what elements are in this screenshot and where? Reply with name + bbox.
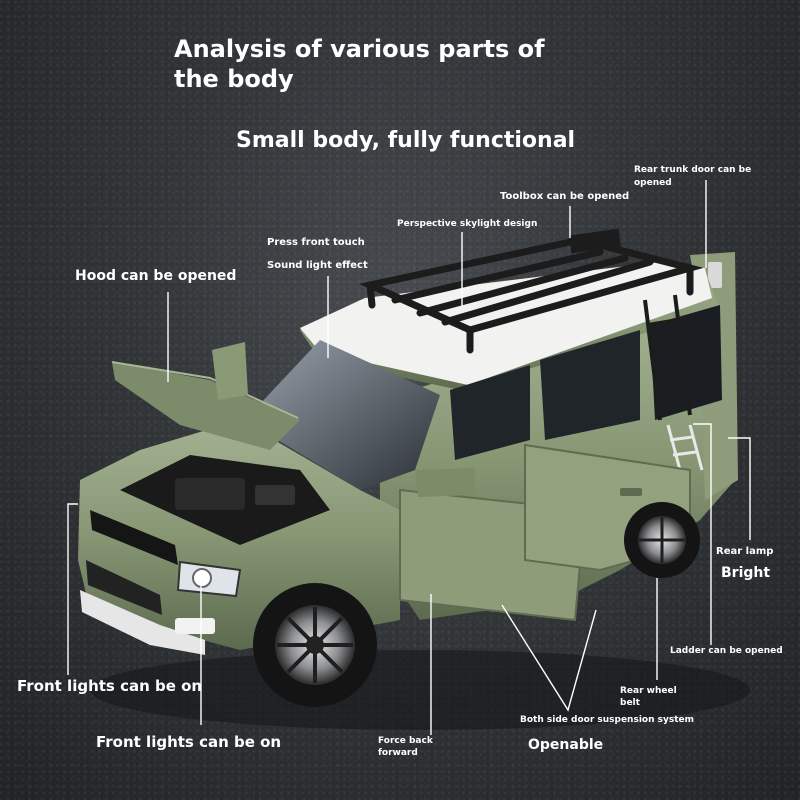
page-subtitle: Small body, fully functional [236,128,576,153]
label-rear-trunk-line1: Rear trunk door can be [634,165,752,175]
label-rear-trunk-line2: opened [634,178,672,188]
label-openable: Openable [528,737,604,753]
label-front-lights-1: Front lights can be on [17,677,203,695]
label-rear-wheel-line2: belt [620,698,640,708]
label-force-back-line1: Force back [378,736,433,746]
label-hood: Hood can be opened [75,268,237,284]
label-press-front-touch: Press front touch [267,237,365,248]
label-front-lights-2: Front lights can be on [96,733,282,751]
label-sound-light: Sound light effect [267,260,368,271]
label-force-back-line2: forward [378,748,418,758]
page-title: Analysis of various parts of the body [174,35,545,93]
label-toolbox: Toolbox can be opened [500,191,630,202]
label-ladder: Ladder can be opened [670,646,783,656]
label-rear-wheel-line1: Rear wheel [620,686,677,696]
label-bright: Bright [721,565,771,581]
label-suspension: Both side door suspension system [520,715,694,725]
label-skylight: Perspective skylight design [397,219,538,229]
label-rear-lamp: Rear lamp [716,546,774,557]
